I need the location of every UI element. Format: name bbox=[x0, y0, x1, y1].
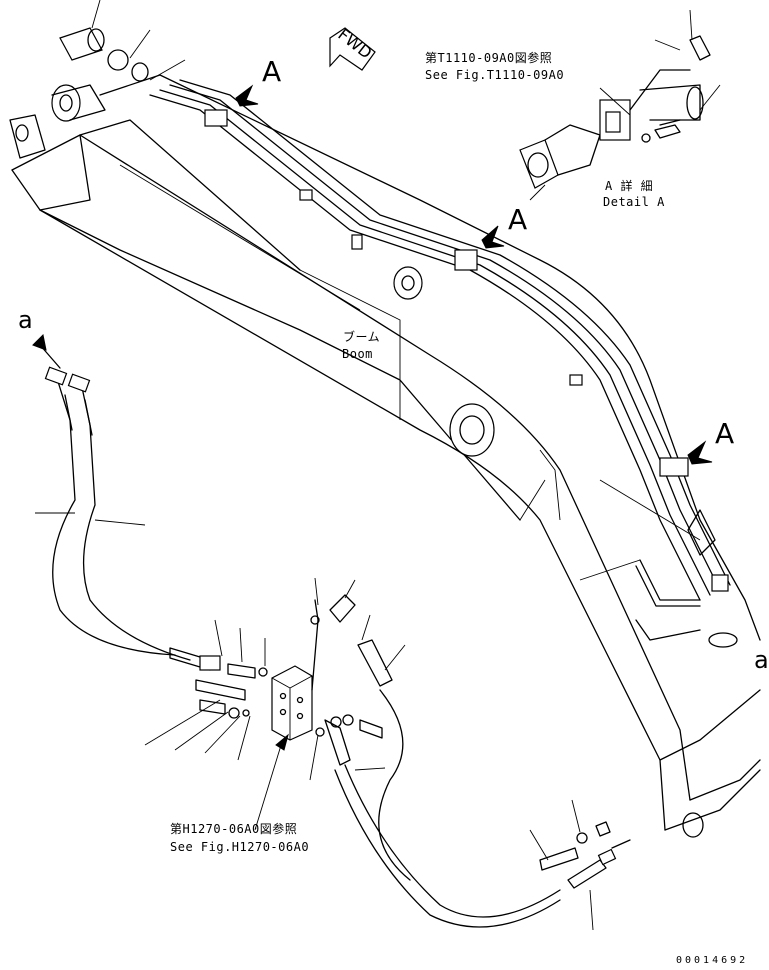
boom-body bbox=[9, 74, 761, 838]
boom-label-en: Boom bbox=[342, 347, 373, 361]
ref-top-en: See Fig.T1110-09A0 bbox=[425, 68, 565, 82]
left-hose-assembly bbox=[32, 333, 631, 931]
ref-top-jp: 第T1110-09A0図参照 bbox=[425, 51, 553, 65]
callout-a-top: A bbox=[262, 55, 282, 88]
callout-a-middle: A bbox=[508, 203, 528, 236]
boom-label-jp: ブーム bbox=[343, 330, 381, 344]
detail-a-jp: A 詳 細 bbox=[605, 179, 654, 193]
hose-end-a-left: a bbox=[18, 306, 33, 334]
ref-bottom-jp: 第H1270-06A0図参照 bbox=[170, 822, 298, 836]
detail-a-drawing bbox=[519, 9, 721, 201]
callout-a-right: A bbox=[715, 417, 735, 450]
detail-a-en: Detail A bbox=[603, 195, 665, 209]
top-left-parts bbox=[59, 0, 186, 82]
ref-bottom-en: See Fig.H1270-06A0 bbox=[170, 840, 310, 854]
drawing-number: 00014692 bbox=[676, 955, 749, 966]
callout-arrow-icons bbox=[235, 84, 713, 465]
fwd-arrow-icon bbox=[329, 27, 376, 71]
hose-end-a-right: a bbox=[754, 646, 769, 674]
boom-hydraulic-lines bbox=[149, 79, 738, 648]
